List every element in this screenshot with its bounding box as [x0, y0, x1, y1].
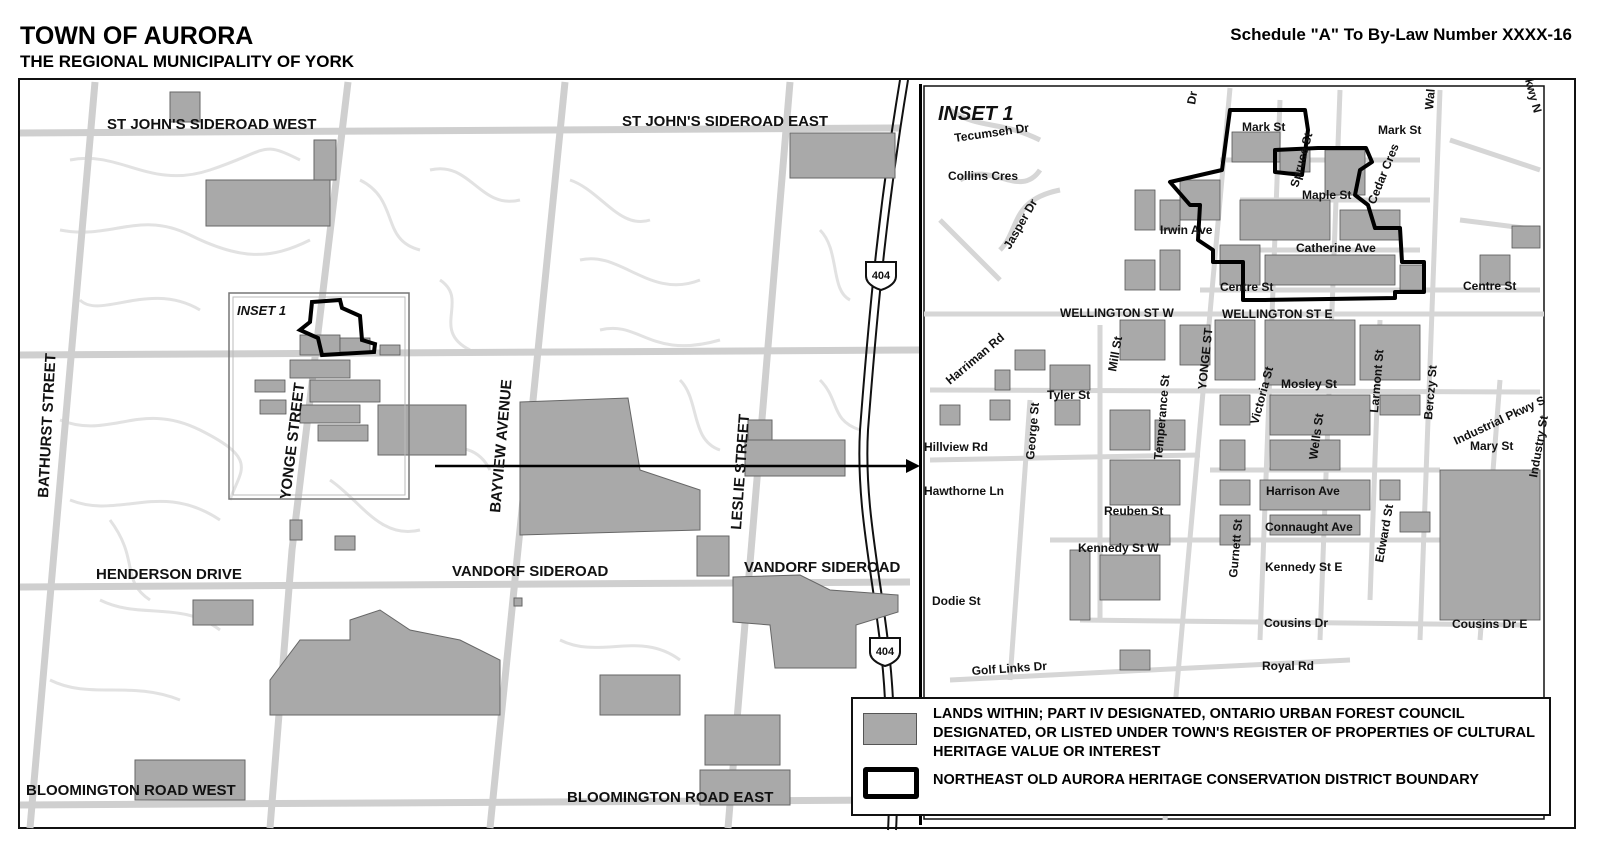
map-frame [18, 78, 1576, 829]
inset-label-centre-e: Centre St [1463, 279, 1516, 293]
inset-title: INSET 1 [938, 103, 1014, 125]
inset-label-kwy: kwy N [1522, 77, 1545, 114]
inset-label-mosley: Mosley St [1281, 377, 1337, 391]
label-vandorf-west: VANDORF SIDEROAD [452, 563, 609, 580]
legend-label-district-boundary: NORTHEAST OLD AURORA HERITAGE CONSERVATI… [933, 772, 1479, 788]
inset-label-wells: Wells St [1306, 412, 1326, 460]
inset-label-berczy: Berczy St [1421, 365, 1440, 421]
legend-label-heritage-lands: LANDS WITHIN; PART IV DESIGNATED, ONTARI… [933, 706, 1535, 760]
inset-label-industry: Industry St [1526, 414, 1551, 478]
label-bayview: BAYVIEW AVENUE [487, 379, 516, 514]
inset-label-george: George St [1023, 402, 1042, 460]
inset-label-connaught: Connaught Ave [1265, 520, 1353, 534]
map-title: TOWN OF AURORA [20, 22, 254, 50]
schedule-label: Schedule "A" To By-Law Number XXXX-16 [1230, 25, 1572, 44]
inset-map: INSET 1 Dr Wal kwy N Tecumseh Dr Collins… [919, 77, 1551, 825]
inset-label-mill: Mill St [1105, 335, 1125, 372]
inset-arrow [435, 459, 920, 473]
inset-label-yonge: YONGE ST [1195, 327, 1215, 391]
inset-label-kennedy-e: Kennedy St E [1265, 560, 1342, 574]
label-vandorf-east: VANDORF SIDEROAD [744, 559, 901, 576]
heritage-lands [134, 91, 899, 806]
inset-label-jasper: Jasper Dr [1000, 196, 1040, 251]
inset-label-wellington-w: WELLINGTON ST W [1060, 306, 1174, 320]
inset-label-wal: Wal [1422, 88, 1438, 110]
inset-heritage-lands [939, 131, 1541, 671]
legend-item-heritage-lands: LANDS WITHIN; PART IV DESIGNATED, ONTARI… [853, 699, 1549, 765]
inset-label-dr: Dr [1184, 90, 1200, 106]
inset-label-mark-e: Mark St [1378, 123, 1421, 137]
label-henderson: HENDERSON DRIVE [96, 566, 242, 583]
inset-label-kennedy-w: Kennedy St W [1078, 541, 1159, 555]
label-bloomington-west: BLOOMINGTON ROAD WEST [26, 782, 236, 799]
inset-label-cousins: Cousins Dr [1264, 616, 1328, 630]
svg-text:404: 404 [876, 646, 895, 658]
label-st-johns-west: ST JOHN'S SIDEROAD WEST [107, 116, 316, 133]
map-legend: LANDS WITHIN; PART IV DESIGNATED, ONTARI… [851, 697, 1551, 816]
inset-label-cousins-e: Cousins Dr E [1452, 617, 1527, 631]
highway-shield-south: 404 [869, 637, 901, 668]
inset-label-harrison: Harrison Ave [1266, 484, 1340, 498]
inset-label-collins: Collins Cres [948, 169, 1018, 183]
inset-label-cedar: Cedar Cres [1365, 141, 1402, 206]
inset-label-gurnett: Gurnett St [1226, 519, 1245, 579]
label-bathurst: BATHURST STREET [35, 353, 60, 498]
inset-area-box: INSET 1 [228, 292, 410, 500]
inset-label-tyler: Tyler St [1047, 388, 1090, 402]
inset-label-golf-links: Golf Links Dr [971, 659, 1047, 678]
inset-label-edward: Edward St [1372, 503, 1396, 563]
label-bloomington-east: BLOOMINGTON ROAD EAST [567, 789, 773, 806]
inset-label-mark-w: Mark St [1242, 120, 1285, 134]
svg-text:INSET 1: INSET 1 [237, 303, 286, 318]
map-subtitle: THE REGIONAL MUNICIPALITY OF YORK [20, 52, 355, 71]
inset-label-hawthorne: Hawthorne Ln [924, 484, 1004, 498]
inset-label-larmont: Larmont St [1367, 349, 1386, 413]
highway-shield-north: 404 [865, 261, 897, 292]
legend-swatch-grey [863, 713, 917, 745]
heritage-district-boundary-main [296, 297, 378, 358]
main-map: 404 404 [19, 79, 921, 831]
inset-label-royal: Royal Rd [1262, 659, 1314, 673]
legend-item-district-boundary: NORTHEAST OLD AURORA HERITAGE CONSERVATI… [853, 765, 1549, 815]
inset-area-parcels [254, 334, 401, 442]
inset-label-irwin: Irwin Ave [1160, 223, 1213, 237]
inset-label-dodie: Dodie St [932, 594, 981, 608]
inset-label-mary: Mary St [1470, 439, 1513, 453]
inset-label-catherine: Catherine Ave [1296, 241, 1376, 255]
inset-label-reuben: Reuben St [1104, 504, 1163, 518]
svg-text:404: 404 [872, 270, 891, 282]
label-st-johns-east: ST JOHN'S SIDEROAD EAST [622, 113, 828, 130]
inset-label-hillview: Hillview Rd [924, 440, 988, 454]
inset-label-wellington-e: WELLINGTON ST E [1222, 307, 1332, 321]
local-streets [49, 147, 861, 714]
legend-swatch-boundary [863, 767, 919, 799]
inset-label-maple: Maple St [1302, 188, 1351, 202]
inset-label-centre-w: Centre St [1220, 280, 1273, 294]
heritage-district-boundary-inset [1168, 108, 1426, 302]
